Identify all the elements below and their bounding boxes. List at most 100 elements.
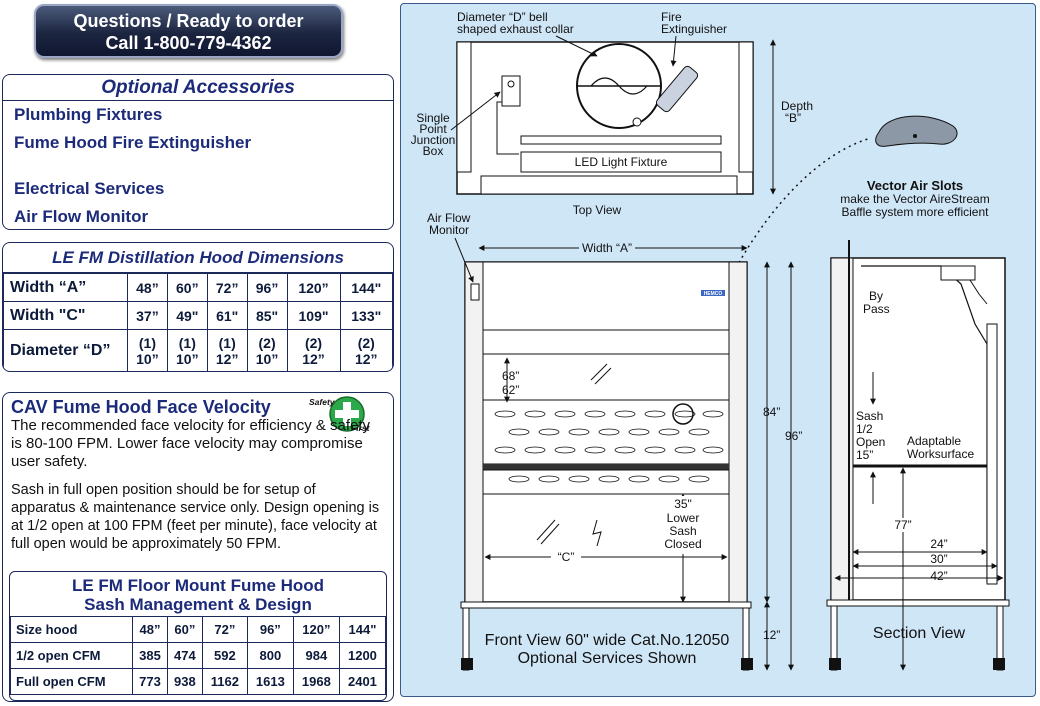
width-c-label: “C” <box>558 550 575 564</box>
airflow-label: Monitor <box>429 223 469 237</box>
sash-open-label: 1/2 <box>856 422 873 436</box>
fire-label: Fire <box>661 10 682 24</box>
accessories-panel: Optional Accessories Plumbing Fixtures F… <box>2 74 394 230</box>
table-cell: 592 <box>201 642 248 669</box>
hood-diagram: LED Light Fixture Diameter “D” bell shap… <box>411 10 1010 671</box>
height-77-backdrop <box>891 518 915 532</box>
section-view-caption: Section View <box>873 625 966 642</box>
junction-label: Single <box>416 111 450 125</box>
table-row: Diameter “D” (1)10” (1)10” (1)12” (2)10”… <box>3 329 393 371</box>
table-cell: 60” <box>166 616 203 643</box>
table-cell: 120” <box>286 273 341 302</box>
brand-badge <box>701 290 725 296</box>
bypass-label: Pass <box>863 302 890 316</box>
table-cell: 984 <box>292 642 340 669</box>
table-cell: 1162 <box>201 668 248 695</box>
depth-42-label: 42” <box>930 569 947 583</box>
table-cell: 1200 <box>338 642 386 669</box>
air-slot-hole <box>913 134 917 138</box>
hood-left-post <box>464 261 484 603</box>
dimensions-table: Width “A” 48” 60” 72” 96” 120” 144" Widt… <box>3 273 393 371</box>
junction-label: Point <box>419 122 447 136</box>
sash-text: Sash in full open position should be for… <box>11 482 380 552</box>
cell-line: 10” <box>176 350 199 367</box>
table-cell: 85" <box>246 301 288 330</box>
height-12-label: 12” <box>763 628 780 642</box>
table-cell: 133" <box>339 301 393 330</box>
hood-fascia <box>482 261 730 331</box>
table-cell: 96” <box>246 616 294 643</box>
accessories-title: Optional Accessories <box>3 75 393 101</box>
banner-line1: Questions / Ready to order <box>73 11 304 31</box>
table-cell: 48” <box>132 616 168 643</box>
top-view: LED Light Fixture Diameter “D” bell shap… <box>411 10 813 217</box>
fire-leader <box>670 35 677 67</box>
cell-line: (2) <box>357 334 375 351</box>
row-header: Size hood <box>10 616 133 643</box>
width-a-backdrop <box>579 241 635 255</box>
table-cell: 120” <box>292 616 340 643</box>
sash-management-panel: LE FM Floor Mount Fume Hood Sash Managem… <box>9 571 387 701</box>
hood-right-post <box>728 261 748 603</box>
cell-line: (2) <box>304 334 323 351</box>
hood-diagram-panel: LED Light Fixture Diameter “D” bell shap… <box>400 3 1036 697</box>
table-cell: 37” <box>127 301 168 330</box>
hood-foot-right <box>741 658 753 670</box>
table-cell: 60” <box>166 273 208 302</box>
lower-sash-label: Lower <box>667 511 700 525</box>
airflow-label: Air Flow <box>427 211 471 225</box>
depth-24-label: 24” <box>930 537 947 551</box>
call-banner[interactable]: Questions / Ready to order Call 1-800-77… <box>34 4 343 58</box>
collar-label: shaped exhaust collar <box>457 22 574 36</box>
title-line: LE FM Floor Mount Fume Hood <box>71 576 325 595</box>
collar-curve <box>590 77 648 95</box>
table-cell: 72” <box>201 616 248 643</box>
table-row: Width "C" 37” 49" 61" 85" 109" 133" <box>3 301 393 330</box>
table-row: Size hood 48” 60” 72” 96” 120” 144" <box>10 616 386 643</box>
table-cell: 109" <box>286 301 341 330</box>
table-cell: 773 <box>132 668 168 695</box>
table-cell: 72” <box>206 273 248 302</box>
table-row: 1/2 open CFM 385 474 592 800 984 1200 <box>10 642 386 669</box>
table-cell: 48” <box>127 273 168 302</box>
section-foot-rear <box>993 658 1005 670</box>
sash-open-label: Sash <box>856 409 883 423</box>
safety-first-icon: Safety First <box>309 396 371 433</box>
cell-line: 12” <box>354 350 378 367</box>
title-line: Sash Management & Design <box>84 595 312 614</box>
air-slot-callout <box>672 403 694 425</box>
banner-phone[interactable]: Call 1-800-779-4362 <box>105 33 272 53</box>
table-cell: (1)12” <box>206 329 248 371</box>
table-cell: 385 <box>132 642 168 669</box>
lower-sash-label: 35" <box>674 497 692 511</box>
exhaust-duct <box>940 265 976 281</box>
junction-box-icon <box>496 75 521 155</box>
sash-open-label: Open <box>856 435 885 449</box>
vector-slot-detail: Vector Air Slots make the Vector AireStr… <box>682 115 990 415</box>
sash-open-label: 15” <box>856 448 873 462</box>
lower-sash-backdrop <box>657 496 709 554</box>
accessory-item: Plumbing Fixtures <box>14 105 163 124</box>
cell-line: (1) <box>138 334 156 351</box>
table-cell: 938 <box>166 668 203 695</box>
vector-title: Vector Air Slots <box>867 178 963 193</box>
width-c-backdrop <box>551 550 581 564</box>
sash-management-title: LE FM Floor Mount Fume Hood Sash Managem… <box>10 572 386 616</box>
section-foot-front <box>829 658 841 670</box>
badge-bottom: First <box>351 423 371 433</box>
top-view-right-wall <box>738 41 754 173</box>
width-a-label: Width “A” <box>582 241 632 255</box>
height-77-label: 77” <box>894 518 911 532</box>
lower-sash-label: Sash <box>669 524 696 538</box>
cell-line: (1) <box>178 334 196 351</box>
vector-line: make the Vector AireStream <box>840 192 989 206</box>
hood-foot-left <box>461 658 473 670</box>
front-view: HEMCO Air Flow Mon <box>427 211 802 671</box>
accessory-item: Electrical Services <box>14 179 165 198</box>
height-96-label: 96” <box>785 429 802 443</box>
table-cell: 1968 <box>292 668 340 695</box>
section-view: By Pass Sash 1/2 Open 15” Adaptable Work… <box>826 240 1010 671</box>
top-view-left-wall <box>456 41 472 173</box>
glass-reflection <box>594 367 612 385</box>
rear-baffle <box>986 323 998 585</box>
